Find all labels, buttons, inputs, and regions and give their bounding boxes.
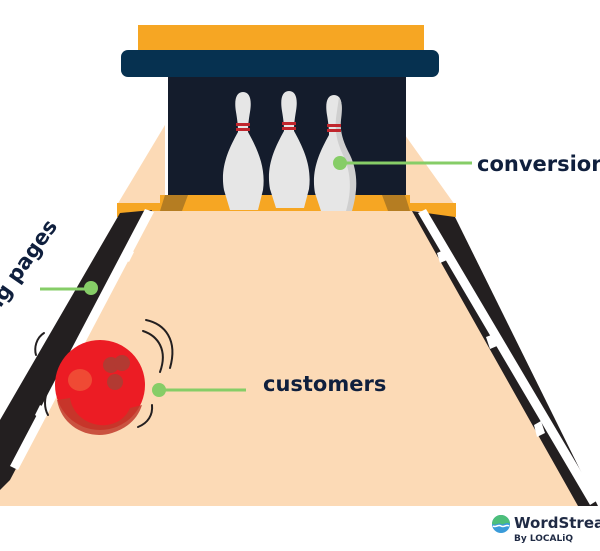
lane-wing-left (117, 125, 165, 205)
motion-lines (34, 319, 174, 428)
gutter-left-marker (122, 248, 134, 262)
gutter-right-marker (534, 421, 545, 437)
logo-sub: By LOCALiQ (514, 534, 573, 544)
wave-logo-icon (492, 515, 510, 533)
lane-surface (0, 211, 582, 506)
label-conversions: conversions (477, 152, 600, 176)
pointer-dot-customers (152, 383, 166, 397)
wordstream-logo: WordStream By LOCALiQ (492, 512, 600, 548)
logo-name: WordStream (514, 514, 600, 532)
gutter-right-marker (486, 334, 497, 349)
lane-wing-right (405, 135, 455, 205)
bowling-pin (268, 91, 310, 208)
pin-deck-shadow-right (382, 195, 410, 211)
gutter-right-marker (437, 250, 447, 263)
gutter-right-stripe (418, 209, 598, 505)
pin-deck-shadow-left (160, 195, 188, 211)
label-customers: customers (263, 372, 386, 396)
pinsetter-bar (121, 50, 439, 77)
bowling-pin (222, 92, 264, 210)
bowling-pin (313, 95, 357, 211)
pinsetter-top (138, 25, 424, 51)
pointer-dot-conversions (333, 156, 347, 170)
bowling-ball (55, 340, 145, 435)
pointer-dot-landing-pages (84, 281, 98, 295)
